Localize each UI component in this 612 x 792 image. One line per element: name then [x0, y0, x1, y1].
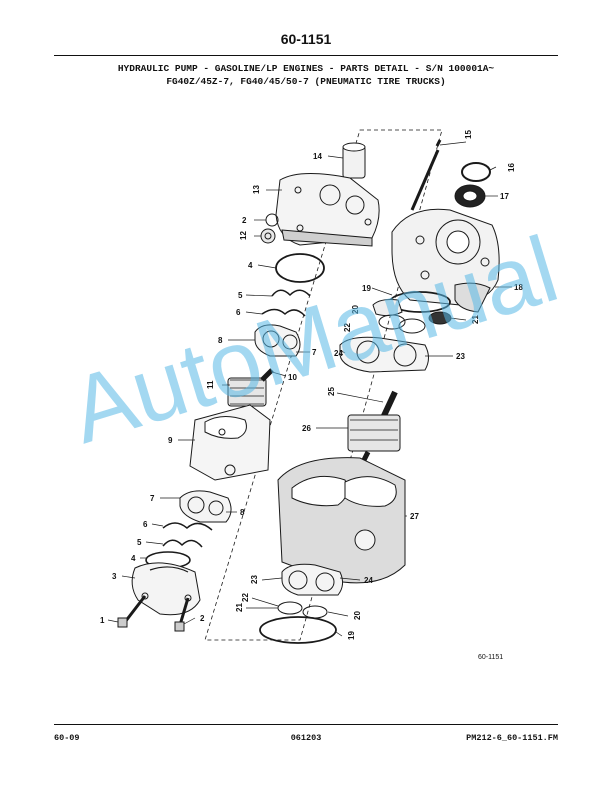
- callout-10: 10: [288, 373, 297, 382]
- callout-21a: 21: [471, 315, 480, 324]
- part-drive-gear-right: [347, 390, 401, 470]
- callout-26: 26: [302, 424, 311, 433]
- part-bearing-block-lower: [179, 490, 232, 523]
- footer-file-name: PM212-6_60-1151.FM: [466, 733, 558, 743]
- part-gear-housing: [277, 457, 406, 584]
- footer-rule: [54, 724, 558, 725]
- callout-5b: 5: [137, 538, 142, 547]
- part-cover-plate: [275, 172, 380, 247]
- part-bearing-block-right: [339, 336, 429, 373]
- callout-21b: 21: [235, 603, 244, 612]
- part-rear-cover: [131, 562, 201, 616]
- footer-section-number: 60-09: [54, 733, 80, 743]
- callout-9: 9: [168, 436, 173, 445]
- callout-22a: 22: [343, 323, 352, 332]
- callout-labels: 14 15 16 17 13 2 12 4 18 19 5 20 22 21 6…: [100, 130, 523, 661]
- part-bolt-right: [174, 597, 190, 632]
- callout-11: 11: [206, 380, 215, 389]
- callout-2b: 2: [200, 614, 205, 623]
- part-front-housing: [391, 208, 500, 313]
- part-bearing-block-bottom: [281, 563, 344, 596]
- callout-17: 17: [500, 192, 509, 201]
- part-pump-body-left: [189, 404, 271, 481]
- callout-19b: 19: [347, 631, 356, 640]
- part-seals-upper: [372, 299, 452, 334]
- callout-20a: 20: [351, 305, 360, 314]
- part-spring-clip-lower: [162, 539, 203, 548]
- part-o-ring: [275, 253, 325, 283]
- part-shaft-seal: [454, 184, 486, 208]
- callout-25: 25: [327, 387, 336, 396]
- part-drive-gear-left: [227, 368, 274, 407]
- part-bolt-left: [117, 595, 147, 628]
- part-retaining-ring: [461, 162, 491, 182]
- callout-8a: 8: [218, 336, 223, 345]
- callout-7a: 7: [312, 348, 317, 357]
- part-o-ring-bottom: [259, 616, 337, 644]
- callout-6b: 6: [143, 520, 148, 529]
- callout-18: 18: [514, 283, 523, 292]
- part-bushing: [342, 142, 366, 179]
- part-nut: [260, 228, 276, 244]
- callout-4a: 4: [248, 261, 253, 270]
- part-spring-clip: [271, 289, 311, 297]
- callout-15: 15: [464, 130, 473, 139]
- callout-22b: 22: [241, 593, 250, 602]
- part-seal-lower: [162, 522, 213, 531]
- callout-7b: 7: [150, 494, 155, 503]
- part-seal: [261, 308, 306, 317]
- callout-16: 16: [507, 163, 516, 172]
- callout-19a: 19: [362, 284, 371, 293]
- part-stud: [410, 139, 442, 211]
- callout-20b: 20: [353, 611, 362, 620]
- title-line-1: HYDRAULIC PUMP - GASOLINE/LP ENGINES - P…: [117, 63, 495, 74]
- page-number: 60-1151: [280, 31, 332, 47]
- footer-date-code: 061203: [290, 733, 322, 743]
- callout-27: 27: [410, 512, 419, 521]
- callout-14: 14: [313, 152, 322, 161]
- figure-id: 60-1151: [478, 654, 503, 661]
- title-line-2: FG40Z/45Z-7, FG40/45/50-7 (PNEUMATIC TIR…: [166, 76, 446, 87]
- callout-12: 12: [239, 231, 248, 240]
- callout-24a: 24: [334, 349, 343, 358]
- callout-6a: 6: [236, 308, 241, 317]
- callout-3: 3: [112, 572, 117, 581]
- callout-23a: 23: [456, 352, 465, 361]
- callout-5a: 5: [238, 291, 243, 300]
- callout-23b: 23: [250, 575, 259, 584]
- page-title: HYDRAULIC PUMP - GASOLINE/LP ENGINES - P…: [54, 62, 558, 88]
- part-bearing-block-upper: [254, 324, 301, 357]
- header-rule: [54, 55, 558, 56]
- callout-13: 13: [252, 185, 261, 194]
- callout-24b: 24: [364, 576, 373, 585]
- callout-1a: 1: [100, 616, 105, 625]
- callout-8b: 8: [240, 508, 245, 517]
- callout-2a: 2: [242, 216, 247, 225]
- part-seals-lower: [277, 601, 328, 619]
- callout-4b: 4: [131, 554, 136, 563]
